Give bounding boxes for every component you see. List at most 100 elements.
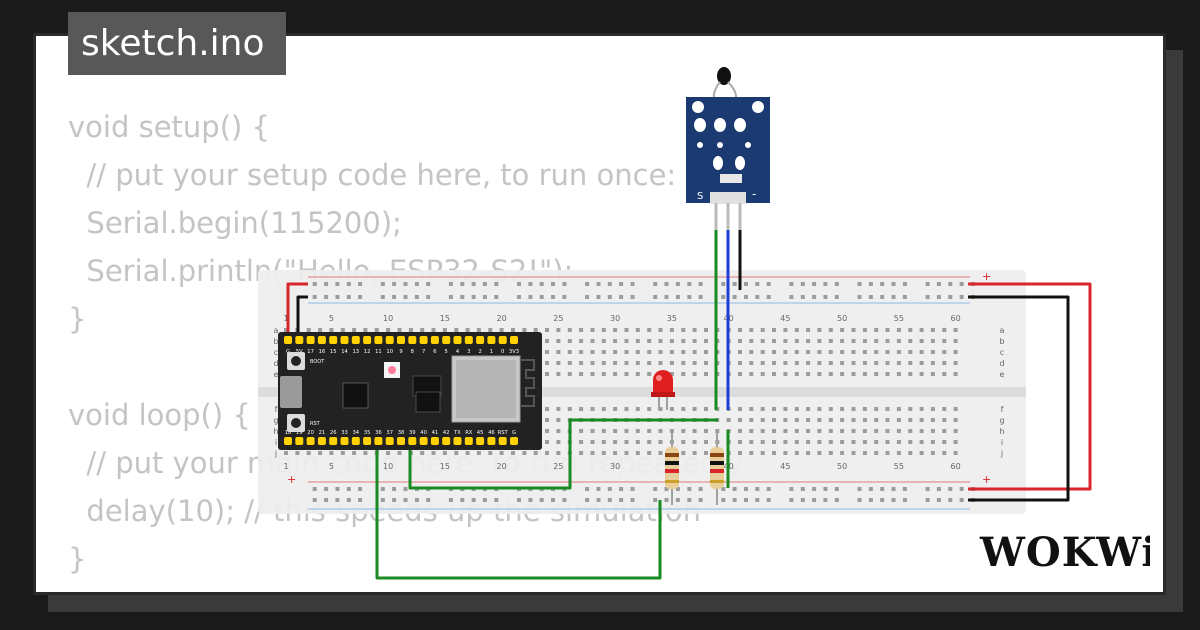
esp32-top-pin-pad[interactable] bbox=[510, 336, 518, 344]
rail-hole bbox=[959, 487, 964, 491]
red-led[interactable] bbox=[651, 370, 675, 410]
wire-green-ground[interactable] bbox=[375, 445, 662, 580]
boot-button-cap[interactable] bbox=[291, 356, 301, 366]
esp32-top-pin-pad[interactable] bbox=[476, 336, 485, 344]
column-number-top: 15 bbox=[440, 314, 450, 323]
esp32-bottom-pin-pad[interactable] bbox=[498, 437, 507, 445]
esp32-top-pin-pad[interactable] bbox=[295, 336, 304, 344]
code-line: // put your setup code here, to run once… bbox=[68, 158, 677, 192]
rail-hole bbox=[380, 282, 385, 286]
wire-black-left[interactable] bbox=[296, 295, 308, 332]
esp32-top-pin-pad[interactable] bbox=[408, 336, 417, 344]
esp32-top-pin-pad[interactable] bbox=[419, 336, 428, 344]
esp32-top-pin-pad[interactable] bbox=[374, 336, 383, 344]
rail-hole bbox=[539, 295, 544, 299]
esp32-bottom-pin-pad[interactable] bbox=[385, 437, 394, 445]
breadboard-hole bbox=[919, 328, 924, 332]
esp32-bottom-pin-label: TX bbox=[453, 430, 461, 436]
esp32-top-pin-label: 3 bbox=[467, 349, 470, 355]
esp32-top-pin-pad[interactable] bbox=[284, 336, 292, 344]
breadboard-hole bbox=[533, 451, 538, 455]
breadboard-hole bbox=[953, 451, 958, 455]
breadboard-hole bbox=[613, 372, 618, 376]
column-number-bottom: 10 bbox=[383, 462, 393, 471]
esp32-bottom-pin-pad[interactable] bbox=[408, 437, 417, 445]
file-tab[interactable]: sketch.ino bbox=[68, 12, 286, 75]
breadboard-hole bbox=[704, 440, 708, 444]
esp32-top-pin-pad[interactable] bbox=[363, 336, 372, 344]
resistor-left[interactable] bbox=[665, 430, 679, 505]
esp32-bottom-pin-pad[interactable] bbox=[317, 437, 326, 445]
breadboard-hole bbox=[806, 372, 811, 376]
esp32-top-pin-pad[interactable] bbox=[329, 336, 338, 344]
rail-hole bbox=[925, 295, 930, 299]
esp32-bottom-pin-pad[interactable] bbox=[351, 437, 360, 445]
breadboard-hole bbox=[306, 328, 311, 332]
esp32-bottom-pin-pad[interactable] bbox=[397, 437, 405, 445]
rail-hole bbox=[460, 295, 465, 299]
breadboard-hole bbox=[601, 361, 606, 365]
esp32-top-pin-pad[interactable] bbox=[306, 336, 315, 344]
esp32-top-pin-pad[interactable] bbox=[317, 336, 326, 344]
esp32-top-pin-pad[interactable] bbox=[351, 336, 360, 344]
esp32-bottom-pin-pad[interactable] bbox=[284, 437, 292, 445]
esp32-bottom-pin-pad[interactable] bbox=[329, 437, 338, 445]
breadboard-hole bbox=[567, 339, 572, 343]
esp32-bottom-pin-pad[interactable] bbox=[374, 437, 383, 445]
breadboard-hole bbox=[545, 339, 549, 343]
breadboard-hole bbox=[601, 350, 606, 354]
wire-green-gpio[interactable] bbox=[408, 418, 665, 490]
esp32-bottom-pin-pad[interactable] bbox=[476, 437, 485, 445]
esp32-top-pin-pad[interactable] bbox=[498, 336, 507, 344]
rail-hole bbox=[880, 487, 885, 491]
esp32-bottom-pin-pad[interactable] bbox=[487, 437, 496, 445]
rail-hole bbox=[732, 487, 737, 491]
rail-hole bbox=[653, 282, 658, 286]
esp32-bottom-pin-pad[interactable] bbox=[340, 437, 349, 445]
breadboard-hole bbox=[828, 418, 833, 422]
esp32-bottom-pin-pad[interactable] bbox=[419, 437, 428, 445]
esp32-top-pin-pad[interactable] bbox=[340, 336, 349, 344]
breadboard-hole bbox=[704, 350, 708, 354]
breadboard-hole bbox=[454, 451, 459, 455]
esp32-bottom-pin-pad[interactable] bbox=[363, 437, 372, 445]
esp32-bottom-pin-pad[interactable] bbox=[295, 437, 304, 445]
temperature-sensor-module[interactable]: S - bbox=[686, 67, 770, 230]
breadboard-hole bbox=[511, 328, 515, 332]
rail-hole bbox=[335, 295, 340, 299]
resistor-right[interactable] bbox=[710, 430, 724, 505]
esp32-bottom-pin-pad[interactable] bbox=[510, 437, 518, 445]
esp32-top-pin-label: 3V3 bbox=[509, 349, 519, 355]
esp32-top-pin-pad[interactable] bbox=[397, 336, 405, 344]
esp32-top-pin-pad[interactable] bbox=[385, 336, 394, 344]
rail-hole bbox=[857, 295, 862, 299]
breadboard-hole bbox=[567, 361, 572, 365]
esp32-board[interactable]: G5V171615141312111098765432103V3 1819202… bbox=[278, 332, 542, 450]
esp32-bottom-pin-pad[interactable] bbox=[306, 437, 315, 445]
wire-red-right[interactable] bbox=[968, 282, 1092, 491]
esp32-bottom-pin-pad[interactable] bbox=[442, 437, 451, 445]
esp32-bottom-pin-pad[interactable] bbox=[464, 437, 473, 445]
breadboard-hole bbox=[942, 339, 947, 343]
esp32-top-pin-pad[interactable] bbox=[453, 336, 462, 344]
esp32-top-pin-pad[interactable] bbox=[487, 336, 496, 344]
esp32-bottom-pin-pad[interactable] bbox=[430, 437, 439, 445]
esp32-top-pin-pad[interactable] bbox=[464, 336, 473, 344]
rail-hole bbox=[834, 498, 839, 502]
breadboard-hole bbox=[647, 440, 652, 444]
wire-red-left[interactable] bbox=[286, 282, 308, 332]
esp32-bottom-pin-pad[interactable] bbox=[453, 437, 462, 445]
breadboard-hole bbox=[896, 372, 901, 376]
wire-black-right[interactable] bbox=[968, 295, 1070, 502]
row-letter-right: b bbox=[999, 337, 1004, 346]
esp32-top-pin-pad[interactable] bbox=[430, 336, 439, 344]
rail-hole bbox=[925, 487, 930, 491]
breadboard-hole bbox=[738, 407, 742, 411]
reset-button-cap[interactable] bbox=[291, 418, 301, 428]
breadboard-hole bbox=[760, 451, 765, 455]
rail-hole bbox=[324, 498, 329, 502]
esp32-top-pin-pad[interactable] bbox=[442, 336, 451, 344]
breadboard-hole bbox=[942, 407, 947, 411]
rail-hole bbox=[312, 295, 317, 299]
breadboard-hole bbox=[930, 339, 935, 343]
